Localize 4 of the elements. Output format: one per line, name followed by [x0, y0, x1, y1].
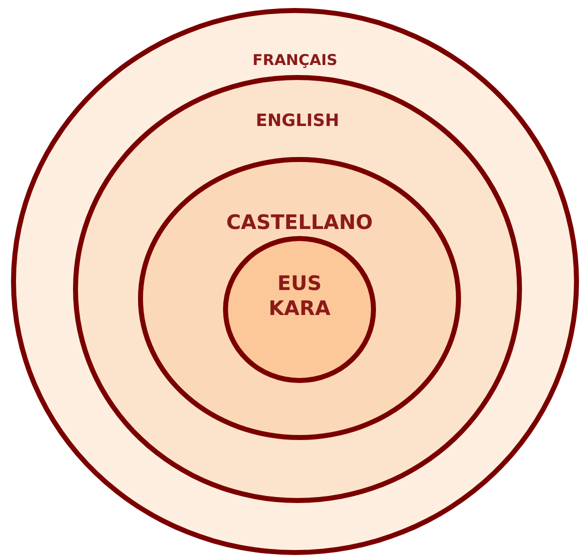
circle-label: ENGLISH: [254, 111, 340, 132]
circle-label: FRANÇAIS: [252, 51, 338, 70]
circle-label: CASTELLANO: [225, 210, 374, 235]
circle-label: EUS KARA: [268, 271, 332, 321]
